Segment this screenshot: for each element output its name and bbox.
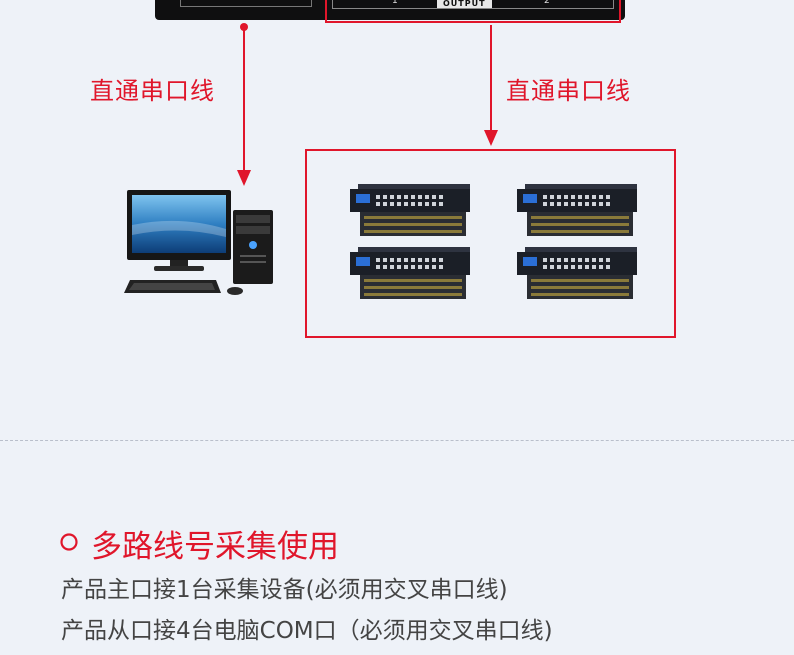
description-line-1: 产品主口接1台采集设备(必须用交叉串口线) [61, 577, 508, 603]
output-highlight-box [325, 0, 621, 23]
desktop-computer-illustration [124, 190, 273, 295]
arrowhead-left [237, 170, 251, 186]
rack-device-1 [350, 184, 470, 236]
cable-label-left: 直通串口线 [90, 77, 215, 105]
mouse [227, 287, 243, 295]
monitor-stand [154, 266, 204, 271]
device-group-box [305, 149, 676, 338]
connector-arrows [237, 23, 498, 186]
section-divider [0, 440, 794, 441]
port-panel-left [180, 0, 312, 7]
bullet-circle-icon [60, 533, 78, 551]
description-line-2: 产品从口接4台电脑COM口（必须用交叉串口线) [61, 618, 553, 644]
rack-device-4 [517, 247, 637, 299]
monitor-screen [132, 195, 226, 253]
rack-device-3 [350, 247, 470, 299]
port-label-2: 2 [544, 0, 550, 6]
output-label: OUTPUT [437, 0, 492, 8]
output-port-panel [332, 0, 614, 9]
rack-device-2 [517, 184, 637, 236]
port-label-1: 1 [392, 0, 398, 6]
serial-device-bottom [155, 0, 625, 20]
arrowhead-right [484, 130, 498, 146]
section-title: 多路线号采集使用 [91, 529, 339, 565]
cable-label-right: 直通串口线 [506, 77, 631, 105]
connector-dot [240, 23, 248, 31]
